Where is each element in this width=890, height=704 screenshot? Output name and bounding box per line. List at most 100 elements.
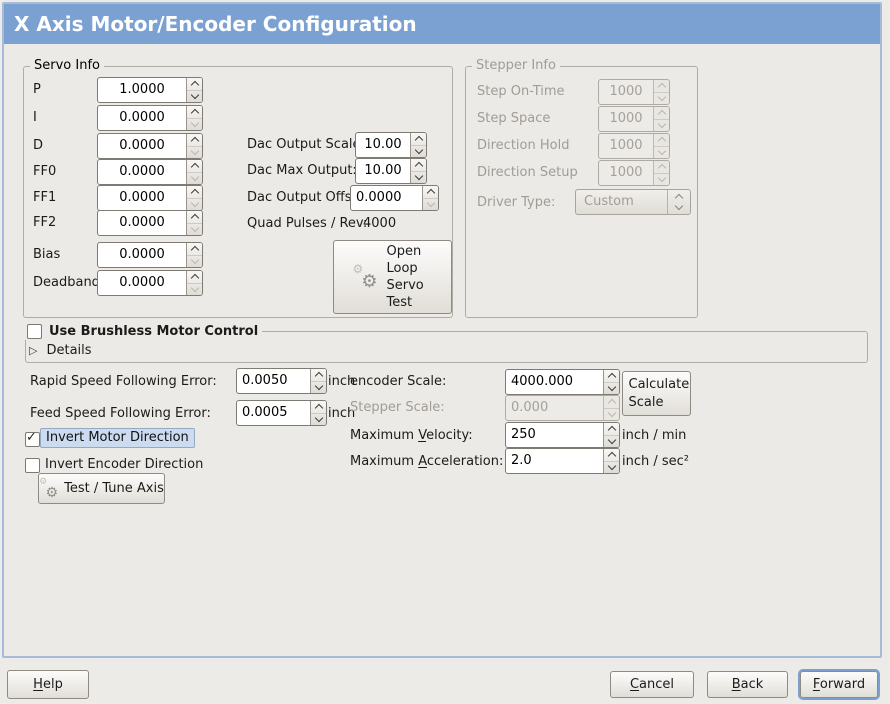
- spinner-buttons[interactable]: [422, 186, 438, 210]
- direction-hold-spinbox: 1000: [598, 133, 670, 159]
- servo-ff1-spinbox[interactable]: 0.0000: [97, 185, 203, 211]
- spinner-buttons[interactable]: [186, 106, 202, 130]
- calculate-scale-label: Calculate Scale: [628, 376, 690, 410]
- encoder-scale-spinbox[interactable]: 4000.000: [505, 369, 620, 395]
- details-label: Details: [46, 343, 92, 358]
- spinner-buttons[interactable]: [603, 449, 619, 473]
- step-space-spinbox: 1000: [598, 106, 670, 132]
- spinner-buttons: [653, 80, 669, 104]
- combo-arrows-icon: [667, 190, 690, 214]
- calculate-scale-button[interactable]: Calculate Scale: [622, 371, 691, 416]
- servo-deadband-label: Deadband: [33, 275, 100, 290]
- use-brushless-row[interactable]: Use Brushless Motor Control: [23, 323, 263, 340]
- spinner-buttons[interactable]: [186, 211, 202, 235]
- spinner-buttons: [653, 161, 669, 185]
- dac-output-offset-label: Dac Output Offset:: [247, 190, 369, 205]
- servo-deadband-spinbox[interactable]: 0.0000: [97, 270, 203, 296]
- expander-arrow-icon: ▷: [29, 344, 38, 357]
- checkmark-icon: ✓: [26, 430, 37, 445]
- servo-ff0-label: FF0: [33, 164, 57, 179]
- step-on-time-label: Step On-Time: [477, 84, 565, 99]
- servo-info-legend: Servo Info: [30, 58, 104, 74]
- invert-encoder-label[interactable]: Invert Encoder Direction: [45, 457, 204, 472]
- feed-following-error-label: Feed Speed Following Error:: [30, 406, 211, 421]
- invert-motor-label[interactable]: Invert Motor Direction: [40, 428, 195, 448]
- cancel-button[interactable]: Cancel: [610, 671, 694, 698]
- spinner-buttons[interactable]: [603, 423, 619, 447]
- open-loop-button-label: Open Loop Servo Test: [386, 244, 424, 310]
- step-space-label: Step Space: [477, 111, 551, 126]
- driver-type-label: Driver Type:: [477, 195, 556, 210]
- back-label: Back: [731, 677, 764, 692]
- maximum-velocity-label: Maximum Velocity:: [350, 428, 473, 443]
- back-button[interactable]: Back: [707, 671, 788, 698]
- servo-ff2-label: FF2: [33, 215, 57, 230]
- titlebar: X Axis Motor/Encoder Configuration: [4, 4, 880, 44]
- invert-encoder-checkbox[interactable]: [25, 458, 40, 473]
- servo-info-frame: Servo Info: [23, 58, 453, 318]
- servo-p-label: P: [33, 82, 41, 97]
- dac-output-offset-spinbox[interactable]: 0.0000: [350, 185, 439, 211]
- help-button[interactable]: Help: [7, 670, 89, 699]
- maximum-velocity-spinbox[interactable]: 250: [505, 422, 620, 448]
- servo-i-spinbox[interactable]: 0.0000: [97, 105, 203, 131]
- dac-output-scale-label: Dac Output Scale:: [247, 137, 365, 152]
- maximum-acceleration-unit: inch / sec²: [622, 454, 690, 469]
- servo-ff2-spinbox[interactable]: 0.0000: [97, 210, 203, 236]
- spinner-buttons[interactable]: [186, 78, 202, 102]
- spinner-buttons[interactable]: [186, 186, 202, 210]
- spinner-buttons[interactable]: [186, 243, 202, 267]
- forward-label: Forward: [812, 677, 866, 692]
- step-on-time-spinbox: 1000: [598, 79, 670, 105]
- use-brushless-label: Use Brushless Motor Control: [49, 323, 259, 339]
- dac-output-scale-spinbox[interactable]: 10.00: [355, 132, 427, 158]
- test-tune-axis-button[interactable]: ⚙⚙ Test / Tune Axis: [38, 473, 165, 504]
- spinner-buttons: [653, 134, 669, 158]
- spinner-buttons: [603, 396, 619, 420]
- spinner-buttons[interactable]: [186, 134, 202, 158]
- gears-icon: ⚙⚙: [39, 476, 59, 501]
- maximum-acceleration-label: Maximum Acceleration:: [350, 454, 504, 469]
- spinner-buttons[interactable]: [410, 159, 426, 183]
- servo-i-label: I: [33, 110, 37, 125]
- servo-ff1-label: FF1: [33, 190, 57, 205]
- spinner-buttons[interactable]: [603, 370, 619, 394]
- servo-bias-label: Bias: [33, 247, 61, 262]
- servo-d-spinbox[interactable]: 0.0000: [97, 133, 203, 159]
- driver-type-combobox: Custom: [575, 189, 691, 215]
- dac-max-output-spinbox[interactable]: 10.00: [355, 158, 427, 184]
- test-tune-axis-label: Test / Tune Axis: [64, 481, 164, 496]
- invert-motor-checkbox[interactable]: ✓: [25, 430, 40, 447]
- forward-button[interactable]: Forward: [800, 671, 878, 698]
- spinner-buttons[interactable]: [310, 369, 326, 393]
- stepper-info-frame: Stepper Info: [465, 58, 698, 318]
- use-brushless-checkbox[interactable]: [27, 324, 42, 339]
- details-expander[interactable]: ▷ Details: [29, 343, 92, 358]
- spinner-buttons: [653, 107, 669, 131]
- quad-pulses-label: Quad Pulses / Rev:: [247, 216, 368, 231]
- servo-bias-spinbox[interactable]: 0.0000: [97, 242, 203, 268]
- quad-pulses-value: 4000: [363, 216, 397, 231]
- direction-setup-label: Direction Setup: [477, 165, 578, 180]
- page-title: X Axis Motor/Encoder Configuration: [14, 12, 417, 36]
- direction-hold-label: Direction Hold: [477, 138, 570, 153]
- servo-ff0-spinbox[interactable]: 0.0000: [97, 159, 203, 185]
- dac-max-output-label: Dac Max Output:: [247, 163, 357, 178]
- servo-d-label: D: [33, 138, 44, 153]
- rapid-following-error-spinbox[interactable]: 0.0050: [236, 368, 327, 394]
- spinner-buttons[interactable]: [186, 160, 202, 184]
- help-label: Help: [33, 677, 63, 692]
- maximum-acceleration-spinbox[interactable]: 2.0: [505, 448, 620, 474]
- cancel-label: Cancel: [629, 677, 675, 692]
- encoder-scale-label: encoder Scale:: [350, 374, 447, 389]
- spinner-buttons[interactable]: [310, 401, 326, 425]
- rapid-following-error-unit: inch: [328, 374, 356, 389]
- servo-p-spinbox[interactable]: 1.0000: [97, 77, 203, 103]
- spinner-buttons[interactable]: [186, 271, 202, 295]
- stepper-scale-label: Stepper Scale:: [350, 400, 445, 415]
- open-loop-servo-test-button[interactable]: ⚙⚙ Open Loop Servo Test: [333, 240, 452, 314]
- feed-following-error-spinbox[interactable]: 0.0005: [236, 400, 327, 426]
- spinner-buttons[interactable]: [410, 133, 426, 157]
- rapid-following-error-label: Rapid Speed Following Error:: [30, 374, 217, 389]
- maximum-velocity-unit: inch / min: [622, 428, 687, 443]
